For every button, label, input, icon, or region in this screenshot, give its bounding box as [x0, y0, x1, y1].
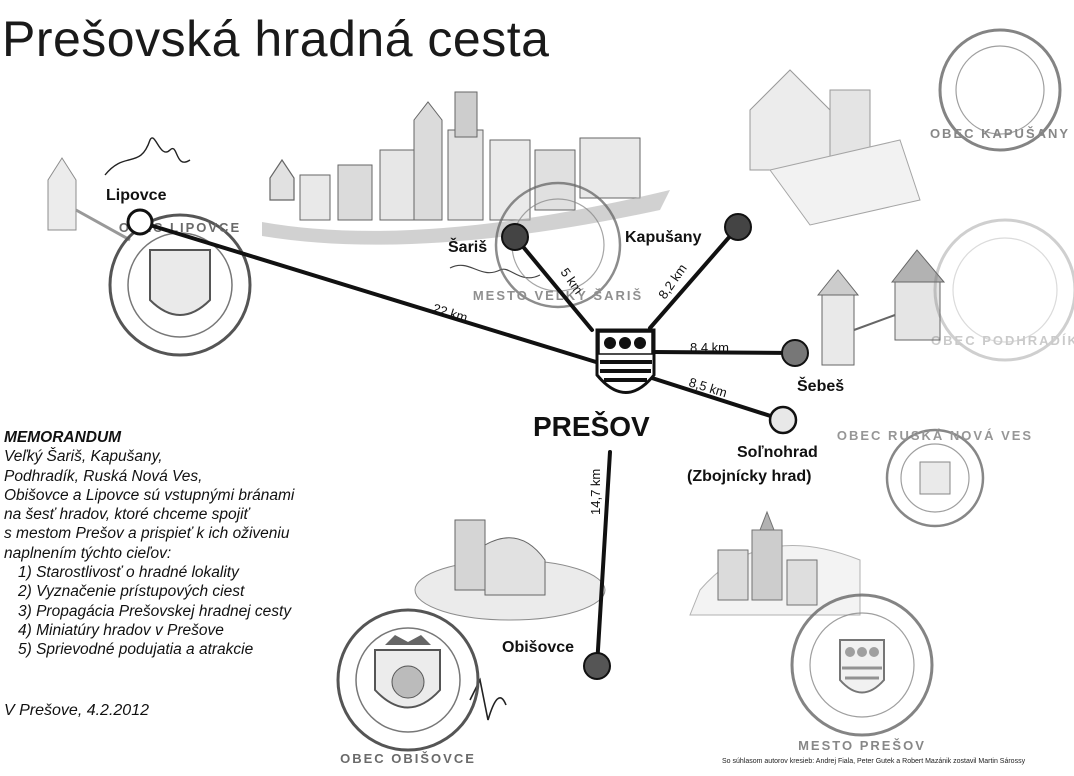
goal-item: 5) Sprievodné podujatia a atrakcie: [18, 641, 254, 659]
castle-kapusany-drawing: [749, 69, 921, 226]
stamp-obisovce: OBEC OBIŠOVCE: [336, 608, 480, 766]
node-label-saris: Šariš: [448, 237, 487, 256]
route-lines: [138, 220, 797, 668]
stamp-saris-text: MESTO VEĽKÝ ŠARIŠ: [473, 288, 643, 303]
stamp-kapusany: OBEC KAPUŠANY: [930, 28, 1070, 152]
node-label-lipovce: Lipovce: [106, 187, 167, 204]
route-line-solnohrad: [650, 376, 785, 422]
distance-label-obisovce: 14,7 km: [588, 469, 603, 515]
presov-coat-of-arms: [595, 328, 656, 394]
memorandum-block: MEMORANDUM Veľký Šariš, Kapušany, Podhra…: [4, 428, 384, 660]
credits-line: So súhlasom autorov kresieb: Andrej Fial…: [722, 758, 1026, 765]
stamp-obisovce-text: OBEC OBIŠOVCE: [340, 751, 476, 766]
stamp-ruska-nova-ves-text: OBEC RUSKÁ NOVÁ VES: [837, 428, 1033, 443]
castle-solnohrad-drawing: [689, 510, 861, 616]
stamp-saris: MESTO VEĽKÝ ŠARIŠ: [473, 181, 643, 309]
goal-item: 1) Starostlivosť o hradné lokality: [18, 564, 239, 582]
stamp-podhradik: OBEC PODHRADÍK: [931, 218, 1074, 362]
node-label-solnohrad-2: (Zbojnícky hrad): [687, 468, 811, 485]
place-date: V Prešove, 4.2.2012: [4, 702, 149, 719]
node-obisovce: [583, 652, 611, 680]
signature-lipovce: [104, 137, 191, 176]
node-label-sebes: Šebeš: [797, 376, 844, 395]
stamp-presov-text: MESTO PREŠOV: [798, 738, 926, 753]
stamp-ruska-nova-ves: OBEC RUSKÁ NOVÁ VES: [837, 428, 1033, 528]
center-label-presov: PREŠOV: [533, 410, 650, 442]
page-title: Prešovská hradná cesta: [2, 11, 550, 67]
memorandum-goals: 1) Starostlivosť o hradné lokality 2) Vy…: [4, 563, 384, 659]
route-line-kapusany: [648, 225, 740, 330]
stamp-podhradik-text: OBEC PODHRADÍK: [931, 333, 1074, 348]
route-line-lipovce: [138, 220, 598, 364]
signature-saris: [449, 264, 541, 279]
distance-label-lipovce: 22 km: [431, 301, 469, 326]
node-label-solnohrad: Soľnohrad: [737, 444, 818, 461]
goal-item: 3) Propagácia Prešovskej hradnej cesty: [18, 602, 292, 620]
distance-label-sebes: 8,4 km: [690, 340, 729, 355]
node-solnohrad: [768, 405, 798, 435]
signature-obisovce: [469, 677, 507, 721]
route-line-saris: [513, 235, 594, 332]
route-line-sebes: [650, 350, 797, 355]
castle-saris-drawing: [262, 91, 670, 245]
castle-lipovce-drawing: [47, 157, 131, 242]
node-saris: [501, 223, 529, 251]
goal-item: 2) Vyznačenie prístupových ciest: [18, 583, 245, 601]
castle-sebes-drawing: [816, 249, 946, 366]
castle-obisovce-drawing: [414, 519, 606, 621]
node-lipovce: [126, 208, 154, 236]
stamp-kapusany-text: OBEC KAPUŠANY: [930, 126, 1070, 141]
route-line-obisovce: [595, 450, 612, 668]
node-label-obisovce: Obišovce: [502, 639, 574, 656]
goal-item: 4) Miniatúry hradov v Prešove: [18, 621, 224, 639]
stamp-presov: MESTO PREŠOV: [790, 593, 934, 753]
memorandum-heading: MEMORANDUM: [4, 429, 122, 446]
distance-label-kapusany: 8,2 km: [655, 261, 690, 302]
node-sebes: [781, 339, 809, 367]
memorandum-body: Veľký Šariš, Kapušany, Podhradík, Ruská …: [4, 448, 295, 562]
node-kapusany: [724, 213, 752, 241]
node-label-kapusany: Kapušany: [625, 229, 702, 246]
